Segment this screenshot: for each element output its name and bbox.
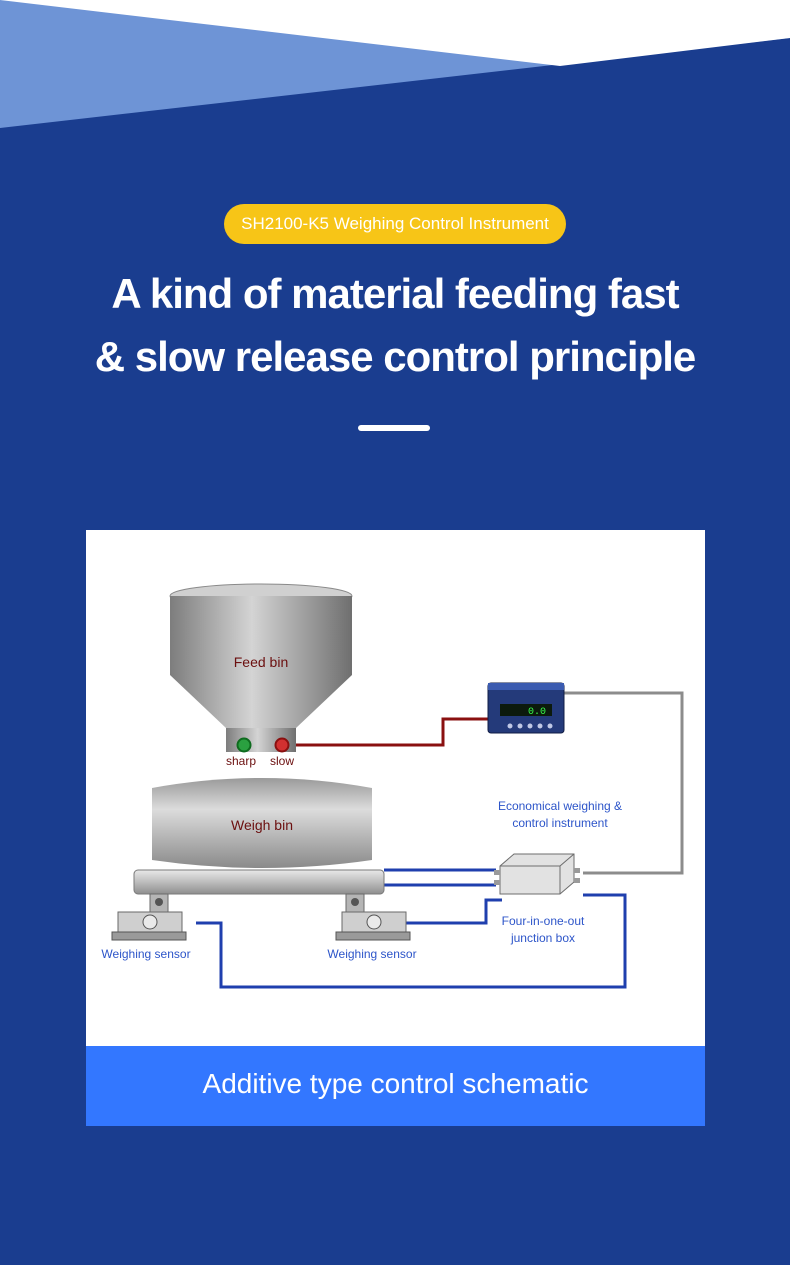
instrument-display-readout: 0.0 — [528, 707, 546, 718]
junction-label-line-2: junction box — [510, 931, 575, 945]
sensor-left-label: Weighing sensor — [101, 947, 190, 961]
blue-wire-loop — [196, 893, 627, 989]
left-load-cell: Weighing sensor — [101, 893, 191, 961]
page-title-line-1: A kind of material feeding fast — [111, 270, 679, 317]
instrument-label-line-2: control instrument — [512, 816, 608, 830]
schematic-diagram: Feed bin sharp slow Weigh bin Weighing s… — [101, 583, 684, 989]
right-load-cell: Weighing sensor — [327, 893, 417, 961]
support-beam — [133, 869, 385, 895]
red-control-wire — [296, 717, 488, 747]
sensor-right-label: Weighing sensor — [327, 947, 416, 961]
page-title-line-2: & slow release control principle — [94, 333, 697, 380]
junction-label-line-1: Four-in-one-out — [502, 914, 585, 928]
weigh-bin: Weigh bin — [152, 778, 372, 868]
slow-valve-icon — [274, 737, 290, 753]
blue-wire-3 — [368, 898, 502, 925]
grey-signal-wire — [564, 691, 684, 875]
schematic-card: Feed bin sharp slow Weigh bin Weighing s… — [86, 530, 705, 1046]
junction-box — [494, 853, 580, 895]
weigh-bin-label: Weigh bin — [231, 817, 293, 833]
feed-bin: Feed bin sharp slow — [169, 583, 353, 768]
schematic-caption: Additive type control schematic — [86, 1046, 705, 1126]
sharp-valve-icon — [236, 737, 252, 753]
product-badge: SH2100-K5 Weighing Control Instrument — [224, 204, 566, 244]
slow-label: slow — [270, 754, 294, 768]
sharp-label: sharp — [226, 754, 256, 768]
feed-bin-label: Feed bin — [234, 654, 288, 670]
header-decoration — [0, 0, 790, 128]
title-divider — [358, 425, 430, 431]
instrument-label-line-1: Economical weighing & — [498, 799, 622, 813]
weighing-instrument: 0.0 — [487, 682, 565, 734]
